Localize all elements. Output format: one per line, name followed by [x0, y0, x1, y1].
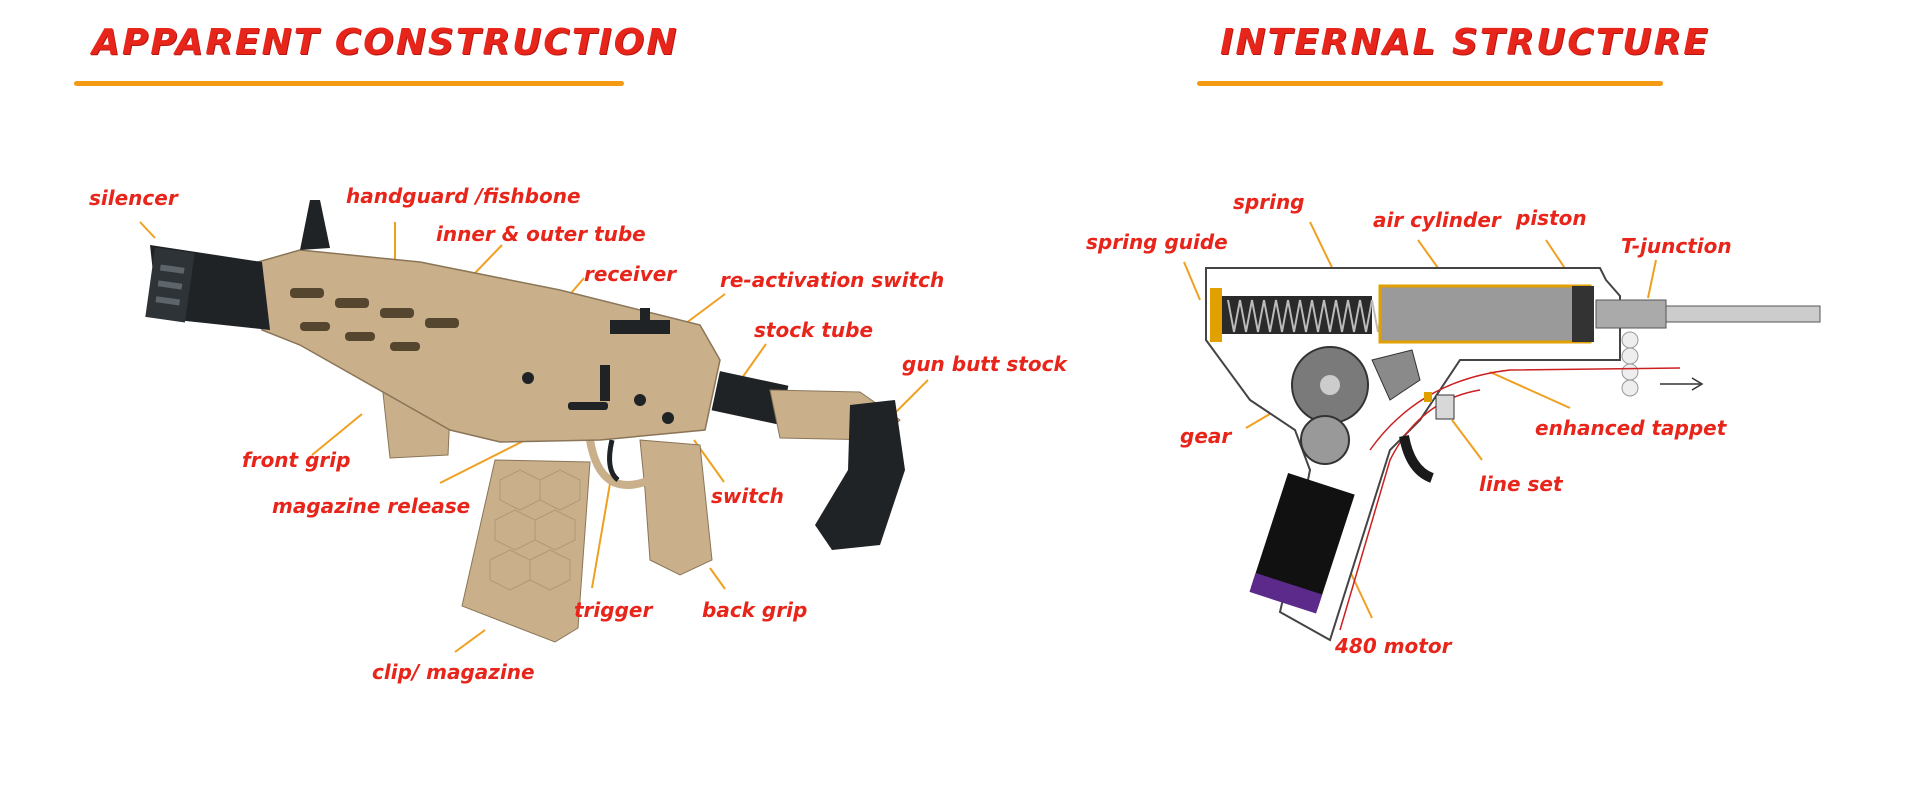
trigger	[607, 439, 620, 482]
gear-small	[1300, 415, 1350, 465]
label-handguard: handguard /fishbone	[346, 184, 581, 208]
t-junction	[1665, 305, 1821, 323]
stock	[711, 371, 905, 550]
label-magazine-release: magazine release	[272, 494, 471, 518]
label-air-cylinder: air cylinder	[1373, 208, 1501, 232]
internal-structure-title: INTERNAL STRUCTURE	[1220, 22, 1710, 63]
apparent-construction-panel: APPARENT CONSTRUCTION	[74, 22, 1067, 684]
label-gear: gear	[1180, 424, 1232, 448]
label-480-motor: 480 motor	[1335, 634, 1452, 658]
motor	[1249, 473, 1355, 614]
gearbox-diagram	[1183, 221, 1821, 642]
spring	[1227, 299, 1409, 333]
spring-guide	[1210, 288, 1222, 342]
label-front-grip: front grip	[242, 448, 351, 472]
label-t-junction: T-junction	[1621, 234, 1732, 258]
label-back-grip: back grip	[702, 598, 808, 622]
rear-sight	[610, 320, 670, 334]
line-set	[1369, 367, 1681, 451]
label-enhanced-tappet: enhanced tappet	[1535, 416, 1727, 440]
label-receiver: receiver	[584, 262, 677, 286]
label-clip-magazine: clip/ magazine	[372, 660, 535, 684]
apparent-construction-title: APPARENT CONSTRUCTION	[92, 22, 679, 63]
front-sight	[300, 200, 330, 250]
label-silencer: silencer	[89, 186, 178, 210]
title-underline	[74, 81, 624, 86]
title-underline-2	[1197, 81, 1663, 86]
silencer	[145, 245, 270, 330]
internal-structure-panel: INTERNAL STRUCTURE	[1040, 0, 1920, 800]
piston	[1572, 286, 1594, 342]
label-reactivation-switch: re-activation switch	[720, 268, 945, 292]
label-spring: spring	[1233, 190, 1305, 214]
air-cylinder	[1378, 284, 1592, 344]
tappet	[1371, 349, 1421, 401]
label-trigger: trigger	[574, 598, 653, 622]
label-line-set: line set	[1479, 472, 1563, 496]
back-grip	[639, 439, 713, 576]
label-inner-outer-tube: inner & outer tube	[436, 222, 646, 246]
label-stock-tube: stock tube	[754, 318, 874, 342]
magazine-body	[461, 459, 591, 643]
label-gun-butt-stock: gun butt stock	[902, 352, 1067, 376]
rifle-illustration	[139, 200, 929, 653]
label-piston: piston	[1516, 206, 1587, 230]
label-spring-guide: spring guide	[1086, 230, 1228, 254]
label-switch: switch	[711, 484, 784, 508]
